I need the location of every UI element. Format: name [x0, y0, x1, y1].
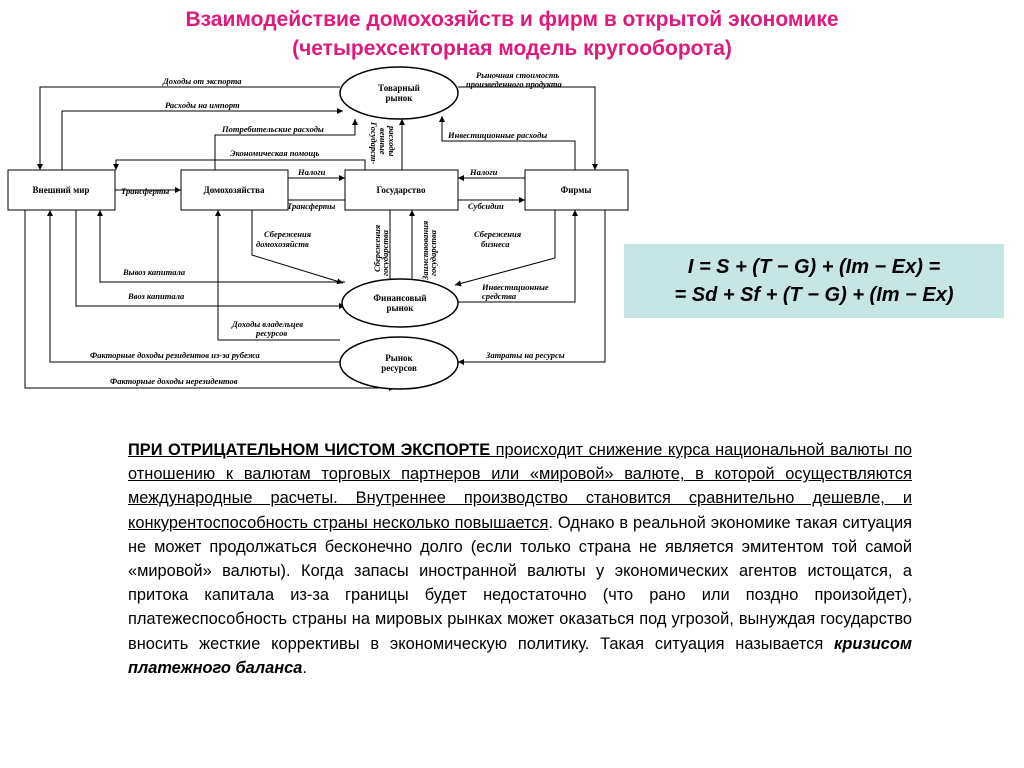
flow-household-savings — [251, 210, 344, 285]
flow-factor-income-residents — [47, 210, 340, 363]
title-line-2: (четырехсекторная модель кругооборота) — [292, 37, 732, 60]
paragraph-lead: ПРИ ОТРИЦАТЕЛЬНОМ ЧИСТОМ ЭКСПОРТЕ — [128, 441, 491, 459]
flow-factor-income-nonresidents — [24, 210, 395, 391]
label-economic-aid: Экономическая помощь — [230, 148, 320, 158]
node-world: Внешний мир — [7, 169, 116, 211]
label-government-spending-1: Государст- — [369, 121, 379, 165]
formula-line-2: = Sd + Sf + (T − G) + (Im − Ex) — [674, 284, 954, 306]
label-government-borrowing-2: государства — [428, 229, 438, 276]
label-government-borrowing-1: Заимствования — [420, 220, 430, 281]
label-capital-outflow: Вывоз капитала — [122, 267, 186, 277]
label-investment-funds-1: Инвестиционные — [481, 282, 549, 292]
label-market-value-1: Рыночная стоимость — [476, 70, 559, 80]
svg-text:Внешний мир: Внешний мир — [33, 185, 90, 195]
flow-import-expenses — [61, 108, 343, 170]
label-investment-spending: Инвестиционные расходы — [447, 130, 547, 140]
label-government-savings-1: Сбережения — [372, 224, 382, 272]
paragraph-term: кризисом платежного баланса — [128, 634, 912, 677]
flow-capital-inflow — [75, 210, 345, 309]
node-resource-market: Рынок ресурсов — [339, 336, 459, 390]
label-business-savings-1: Сбережения — [474, 229, 522, 239]
paragraph-end: . — [302, 658, 307, 677]
title-line-1: Взаимодействие домохозяйств и фирм в отк… — [185, 8, 839, 31]
paragraph-underlined: происходит снижение курса национальной в… — [128, 441, 912, 532]
formula-line-1: I = S + (T − G) + (Im − Ex) = — [687, 256, 941, 278]
label-subsidies: Субсидии — [468, 201, 504, 211]
flow-capital-outflow — [97, 210, 345, 283]
label-consumer-spending: Потребительские расходы — [221, 124, 324, 134]
label-transfers-world: Трансферты — [121, 186, 169, 196]
flow-business-savings — [454, 210, 556, 287]
svg-text:рынок: рынок — [387, 303, 415, 313]
label-taxes-firms: Налоги — [469, 167, 498, 177]
flow-economic-aid — [113, 159, 366, 170]
page-title: Взаимодействие домохозяйств и фирм в отк… — [0, 5, 1024, 63]
label-factor-income-nonresidents: Факторные доходы нерезидентов — [110, 376, 238, 386]
label-market-value-2: произведенного продукта — [466, 79, 563, 89]
label-import-expenses: Расходы на импорт — [165, 100, 240, 110]
svg-text:ресурсов: ресурсов — [381, 363, 417, 373]
svg-text:Финансовый: Финансовый — [373, 293, 426, 303]
svg-text:Домохозяйства: Домохозяйства — [204, 185, 265, 195]
paragraph-rest: . Однако в реальной экономике такая ситу… — [128, 513, 912, 653]
flow-market-value — [458, 86, 598, 170]
investment-formula: I = S + (T − G) + (Im − Ex) = = Sd + Sf … — [624, 244, 1004, 318]
label-government-savings-2: государства — [380, 229, 390, 276]
node-firms: Фирмы — [524, 169, 629, 211]
label-government-spending-3: расходы — [387, 125, 397, 157]
label-resource-costs: Затраты на ресурсы — [485, 350, 565, 360]
label-owner-income-1: Доходы владельцев — [231, 319, 303, 329]
flow-investment-spending — [439, 116, 576, 170]
label-factor-income-residents: Факторные доходы резидентов из-за рубежа — [90, 350, 260, 360]
label-taxes-households: Налоги — [297, 167, 326, 177]
label-household-savings-1: Сбережения — [264, 229, 312, 239]
label-transfers-government: Трансферты — [287, 201, 335, 211]
svg-text:Рынок: Рынок — [385, 353, 413, 363]
label-investment-funds-2: средства — [482, 291, 517, 301]
label-export-income: Доходы от экспорта — [162, 76, 242, 86]
svg-text:рынок: рынок — [386, 93, 414, 103]
node-financial-market: Финансовый рынок — [341, 278, 459, 328]
circular-flow-diagram: Внешний мир Домохозяйства Государство Фи… — [7, 66, 629, 391]
label-business-savings-2: бизнеса — [481, 239, 510, 249]
node-government: Государство — [344, 169, 459, 211]
flow-resource-costs — [458, 210, 606, 365]
flow-investment-funds — [458, 210, 578, 303]
label-government-spending-2: венные — [378, 128, 388, 155]
label-capital-inflow: Ввоз капитала — [127, 291, 185, 301]
explanation-paragraph: ПРИ ОТРИЦАТЕЛЬНОМ ЧИСТОМ ЭКСПОРТЕ происх… — [128, 438, 912, 680]
flow-export-income — [37, 86, 340, 170]
flow-owner-income — [215, 210, 340, 341]
label-household-savings-2: домохозяйств — [256, 239, 309, 249]
label-owner-income-2: ресурсов — [255, 328, 287, 338]
svg-text:Фирмы: Фирмы — [561, 185, 592, 195]
node-households: Домохозяйства — [180, 169, 289, 211]
node-goods-market: Товарный рынок — [339, 66, 459, 120]
flow-consumer-spending — [214, 119, 358, 170]
svg-text:Государство: Государство — [376, 185, 426, 195]
svg-text:Товарный: Товарный — [378, 83, 420, 93]
